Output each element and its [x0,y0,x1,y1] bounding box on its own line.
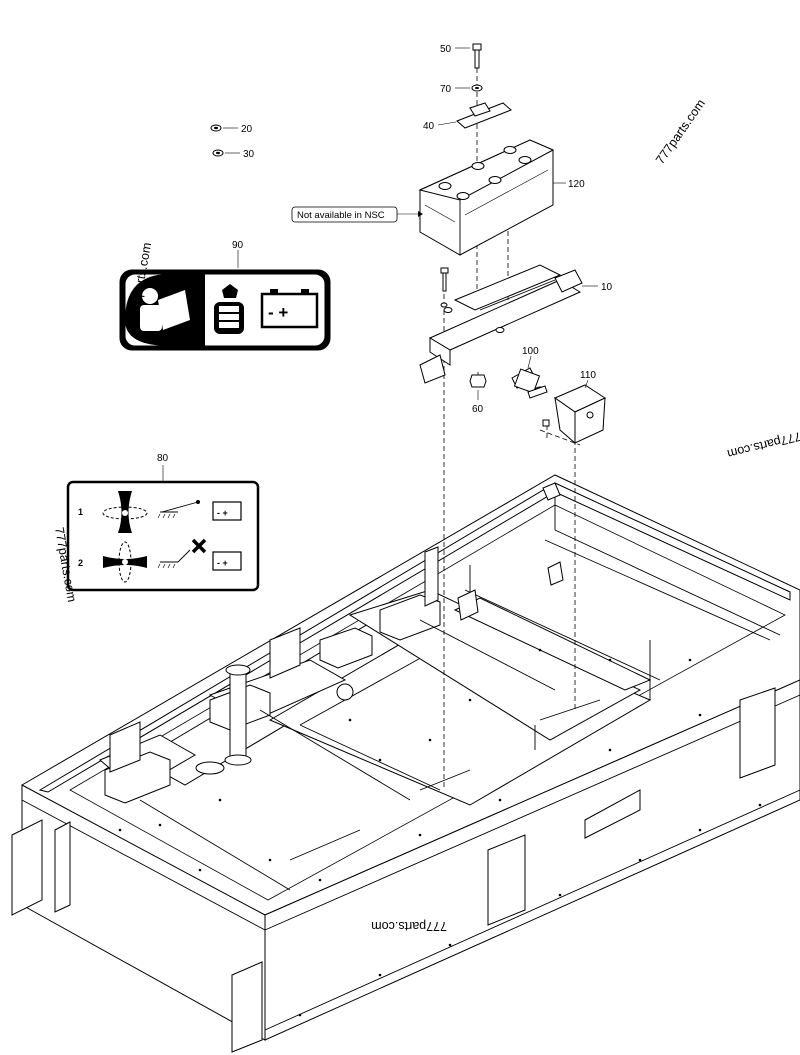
clamp-40 [456,102,512,129]
callouts: 50 70 40 20 30 120 10 60 100 110 90 80 [157,44,613,482]
manual-reading-icon [140,288,190,331]
washer-70 [471,84,483,92]
nsc-note-text: Not available in NSC [297,210,385,221]
watermark-3: 777parts.com [726,429,800,461]
decal-90-terminals: - + [268,303,288,322]
decal-80: 1 2 - + [66,480,260,592]
callout-20: 20 [241,124,253,135]
callout-10: 10 [601,282,613,293]
callout-80: 80 [157,453,169,464]
battery-120 [418,139,555,256]
callout-50: 50 [440,44,452,55]
watermark-1: 777parts.com [653,97,708,167]
battery-icon: - + [260,289,319,329]
battery-bracket-10 [419,264,583,384]
decal-80-row1-number: 1 [78,507,83,517]
callout-70: 70 [440,84,452,95]
watermark-5: 777parts.com [371,919,447,933]
decal-80-row1-terminals: - + [217,508,228,518]
callout-120: 120 [568,179,585,190]
decal-80-row2-terminals: - + [217,558,228,568]
callout-30: 30 [243,149,255,160]
nut-30 [212,149,224,157]
callout-60: 60 [472,404,484,415]
wrench-hand-icon [214,284,244,334]
decal-90: - + [119,269,331,351]
key-horizontal-icon [102,491,148,533]
callout-100: 100 [522,346,539,357]
decal-80-row2-number: 2 [78,558,83,568]
bolt-bracket [440,267,449,308]
callout-90: 90 [232,240,244,251]
callout-110: 110 [580,370,596,381]
nut-60 [469,374,487,388]
ground-disconnected-icon: - + [157,538,242,571]
chassis-frame [11,474,800,1053]
nsc-note: Not available in NSC [291,206,423,223]
nut-20 [210,124,222,132]
switch-box-110 [542,384,607,445]
ground-connected-icon: - + [157,500,242,521]
bolt-50 [472,43,482,69]
battery-switch-100 [511,367,548,399]
callout-40: 40 [423,121,435,132]
key-vertical-icon [103,541,147,583]
